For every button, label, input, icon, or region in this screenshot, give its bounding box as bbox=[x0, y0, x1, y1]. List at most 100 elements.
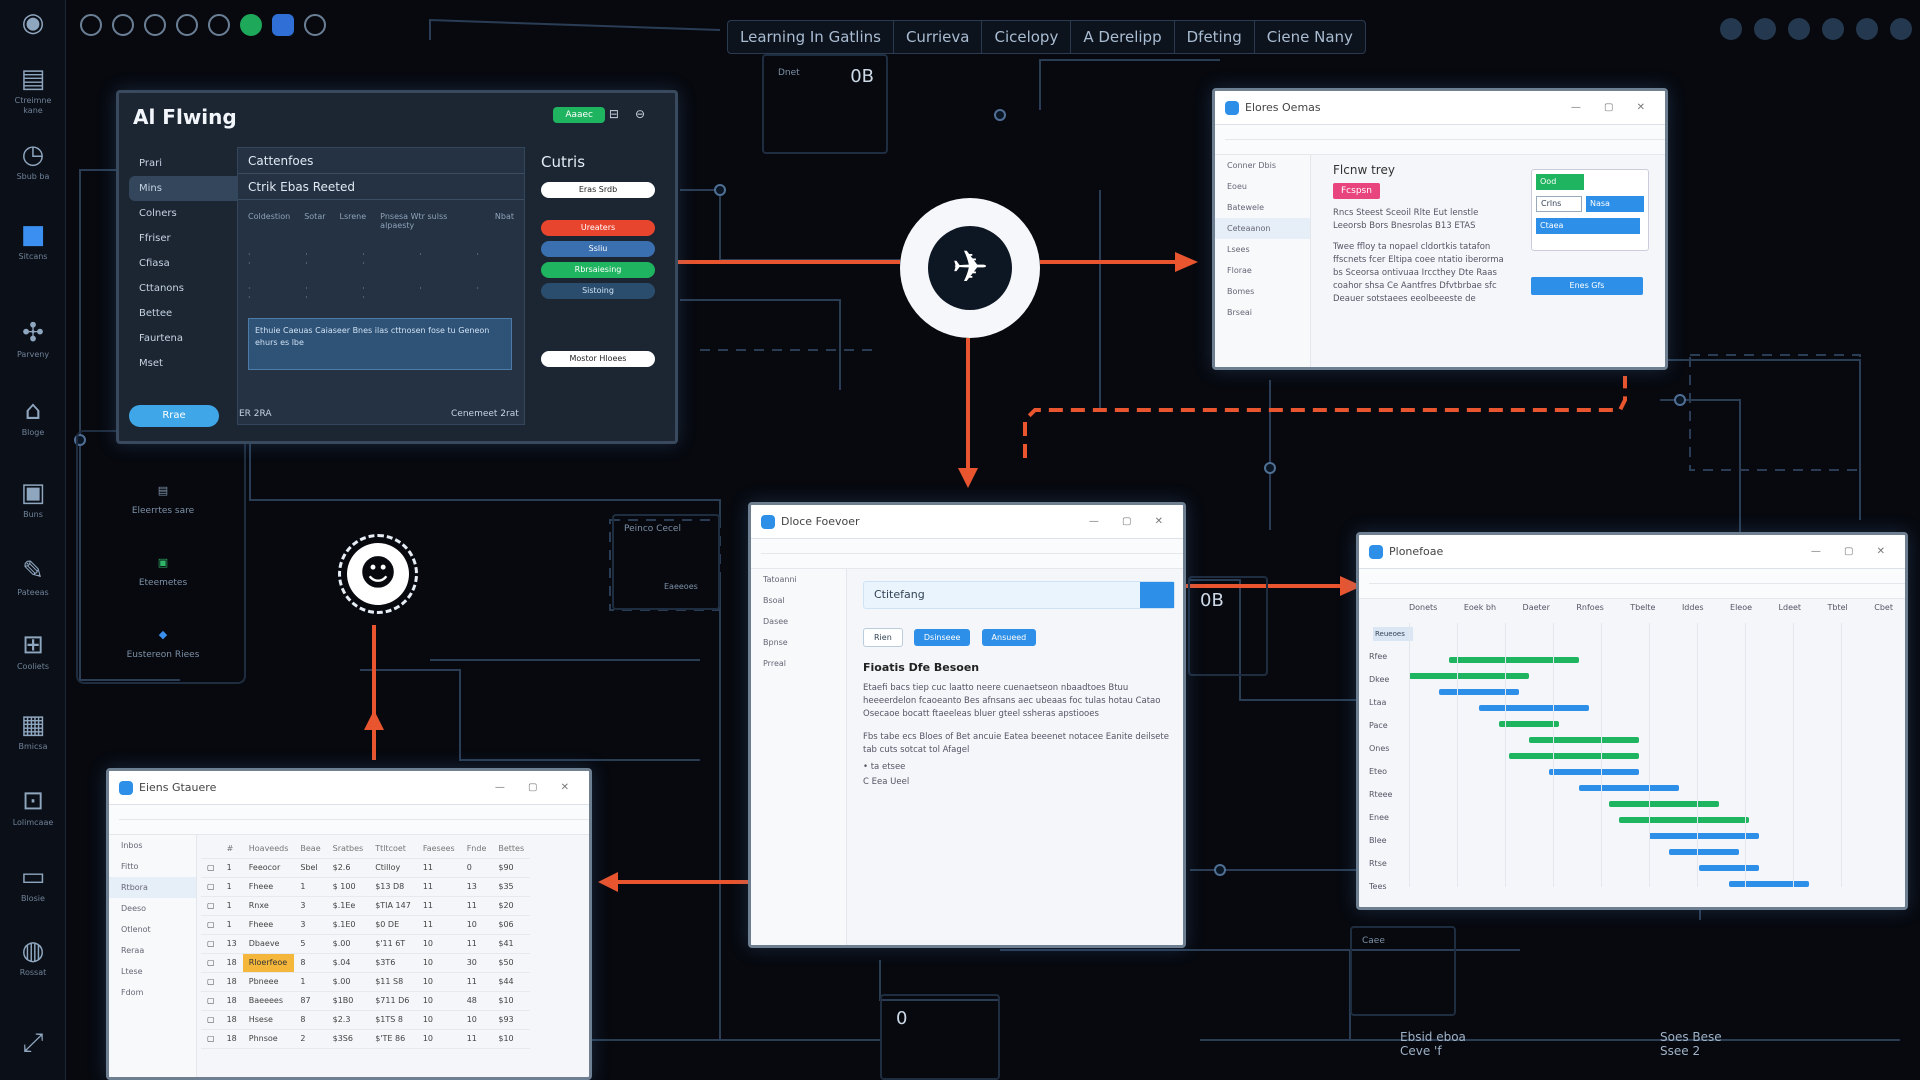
app-logo[interactable]: ◉ bbox=[4, 8, 62, 38]
table-side-2[interactable]: Rtbora bbox=[109, 877, 196, 898]
table-header-8[interactable]: Bettes bbox=[492, 839, 531, 859]
tab-4[interactable]: Dfeting bbox=[1175, 21, 1255, 53]
user-icon[interactable] bbox=[80, 14, 102, 36]
table-side-1[interactable]: Fitto bbox=[121, 862, 139, 871]
globe-icon[interactable] bbox=[1754, 18, 1776, 40]
chat-side-0[interactable]: Tatoanni bbox=[763, 575, 797, 584]
chat-input[interactable]: Ctitefang bbox=[863, 581, 1175, 609]
rail-item-10[interactable]: ▭Blosie bbox=[4, 862, 62, 904]
tab-5[interactable]: Ciene Nany bbox=[1266, 28, 1353, 46]
table-side-5[interactable]: Reraa bbox=[121, 946, 145, 955]
table-header-6[interactable]: Faesees bbox=[416, 839, 461, 859]
table-header-1[interactable]: # bbox=[220, 839, 243, 859]
pill-3[interactable]: Rbrsaiesing bbox=[541, 262, 655, 278]
table-side-7[interactable]: Fdom bbox=[121, 988, 144, 997]
gantt-bar[interactable] bbox=[1729, 881, 1809, 887]
chat-chip[interactable]: Rien bbox=[863, 628, 903, 647]
table-header-5[interactable]: Ttltcoet bbox=[369, 839, 417, 859]
pill-bottom[interactable]: Mostor Hloees bbox=[541, 351, 655, 367]
tab-1[interactable]: Currieva bbox=[894, 21, 983, 53]
flow-side-3[interactable]: Ceteaanon bbox=[1215, 218, 1310, 239]
chat-side-2[interactable]: Dasee bbox=[763, 617, 789, 626]
tab-2[interactable]: Cicelopy bbox=[982, 21, 1072, 53]
gantt-bar[interactable] bbox=[1579, 785, 1679, 791]
chat-button-2[interactable]: Ansueed bbox=[981, 629, 1037, 646]
window-controls[interactable]: — ▢ ✕ bbox=[1570, 101, 1655, 113]
flow-side-5[interactable]: Florae bbox=[1227, 266, 1252, 275]
nav-item-0[interactable]: Prari bbox=[139, 158, 162, 169]
pill-0[interactable]: Eras Srdb bbox=[541, 182, 655, 198]
card-button-1[interactable]: Ood bbox=[1536, 174, 1584, 190]
rail-item-2[interactable]: ■Sitcans bbox=[4, 220, 62, 262]
rail-collapse[interactable]: ⤢ bbox=[4, 1028, 62, 1058]
table-header-2[interactable]: Hoaveeds bbox=[242, 839, 295, 859]
rail-item-6[interactable]: ✎Pateeas bbox=[4, 556, 62, 598]
flow-side-1[interactable]: Eoeu bbox=[1227, 182, 1247, 191]
gantt-bar[interactable] bbox=[1479, 705, 1589, 711]
tab-0[interactable]: Learning In Gatlins bbox=[728, 21, 894, 53]
rail-item-4[interactable]: ⌂Bloge bbox=[4, 396, 62, 438]
table-header-3[interactable]: Beae bbox=[294, 839, 327, 859]
gantt-bar[interactable] bbox=[1449, 657, 1579, 663]
chat-side-4[interactable]: Prreal bbox=[763, 659, 786, 668]
gantt-bar[interactable] bbox=[1409, 673, 1529, 679]
window-icon[interactable] bbox=[272, 14, 294, 36]
gear-icon[interactable] bbox=[1788, 18, 1810, 40]
flight-window-badge[interactable]: Aaaec bbox=[553, 107, 605, 123]
table-header-7[interactable]: Fnde bbox=[460, 839, 493, 859]
flow-side-7[interactable]: Brseai bbox=[1227, 308, 1252, 317]
status-icon[interactable] bbox=[240, 14, 262, 36]
flow-side-4[interactable]: Lsees bbox=[1227, 245, 1250, 254]
rail-item-8[interactable]: ▦Bmicsa bbox=[4, 710, 62, 752]
gantt-bar[interactable] bbox=[1439, 689, 1519, 695]
window-controls[interactable]: — ▢ ✕ bbox=[1088, 515, 1173, 527]
nav-item-4[interactable]: Cfiasa bbox=[139, 258, 170, 269]
gantt-bar[interactable] bbox=[1509, 753, 1639, 759]
mid-row-1[interactable]: Ctrik Ebas Reeted bbox=[238, 174, 524, 200]
gantt-bar[interactable] bbox=[1549, 769, 1639, 775]
calendar-icon[interactable] bbox=[208, 14, 230, 36]
nav-item-8[interactable]: Mset bbox=[139, 358, 163, 369]
rail-item-11[interactable]: ◍Rossat bbox=[4, 936, 62, 978]
send-button[interactable] bbox=[1140, 582, 1174, 608]
gantt-bar[interactable] bbox=[1529, 737, 1639, 743]
nav-item-7[interactable]: Faurtena bbox=[139, 333, 183, 344]
table-side-3[interactable]: Deeso bbox=[121, 904, 147, 913]
rail-item-9[interactable]: ⊡Lolimcaae bbox=[4, 786, 62, 828]
profile-icon[interactable] bbox=[1890, 18, 1912, 40]
timer-icon[interactable] bbox=[176, 14, 198, 36]
gantt-bar[interactable] bbox=[1699, 865, 1759, 871]
help-icon[interactable] bbox=[1856, 18, 1878, 40]
gantt-bar[interactable] bbox=[1669, 849, 1739, 855]
doc-icon[interactable] bbox=[1720, 18, 1742, 40]
pill-4[interactable]: Sistoing bbox=[541, 283, 655, 299]
gantt-bar[interactable] bbox=[1609, 801, 1719, 807]
rail-item-7[interactable]: ⊞Cooliets bbox=[4, 630, 62, 672]
table-side-4[interactable]: Otlenot bbox=[121, 925, 151, 934]
flow-action-button[interactable]: Enes Gfs bbox=[1531, 277, 1643, 295]
gantt-bar[interactable] bbox=[1499, 721, 1559, 727]
rail-item-0[interactable]: ▤Ctreimne kane bbox=[4, 64, 62, 116]
window-controls[interactable]: — ▢ ✕ bbox=[1810, 545, 1895, 557]
gantt-bar[interactable] bbox=[1619, 817, 1749, 823]
table-header-0[interactable] bbox=[201, 839, 221, 859]
rail-item-1[interactable]: ◷Sbub ba bbox=[4, 140, 62, 182]
nav-item-1[interactable]: Mins bbox=[129, 176, 249, 201]
tab-3[interactable]: A Derelipp bbox=[1071, 21, 1175, 53]
pill-2[interactable]: Ssliu bbox=[541, 241, 655, 257]
flight-primary-button[interactable]: Rrae bbox=[129, 405, 219, 427]
flight-window-controls[interactable]: ⊟⊖ bbox=[608, 107, 661, 121]
chat-button-1[interactable]: Dsinseee bbox=[913, 629, 971, 646]
table-side-6[interactable]: Ltese bbox=[121, 967, 143, 976]
rail-item-5[interactable]: ▣Buns bbox=[4, 478, 62, 520]
lock-icon[interactable] bbox=[112, 14, 134, 36]
